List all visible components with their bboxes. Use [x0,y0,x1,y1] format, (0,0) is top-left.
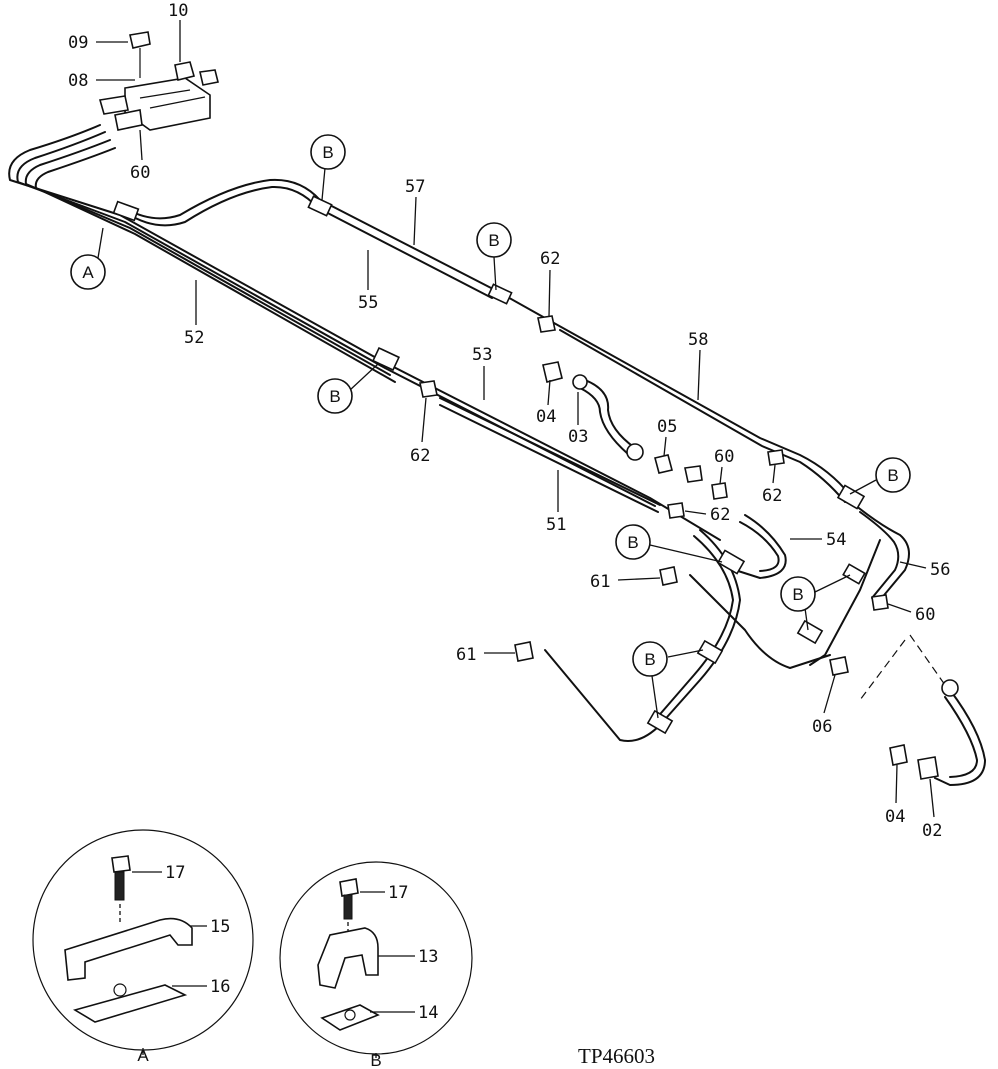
label-62: 62 [540,249,560,269]
label-52: 52 [184,328,204,348]
label-06: 06 [812,717,832,737]
label-04: 04 [885,807,905,827]
detail-a-clamp-label: 15 [210,917,230,937]
figure-code: TP46603 [578,1044,655,1068]
svg-text:B: B [644,650,655,669]
label-62: 62 [710,505,730,525]
label-53: 53 [472,345,492,365]
pipe-bundle [8,124,986,786]
label-56: 56 [930,560,950,580]
callout-b [615,524,651,560]
label-61: 61 [590,572,610,592]
part-labels: 09 10 08 60 57 55 52 62 58 53 04 03 05 6… [68,1,950,841]
detail-b-clamp-label: 13 [418,947,438,967]
callout-b [875,457,911,493]
label-62: 62 [410,446,430,466]
detail-b-bolt-label: 17 [388,883,408,903]
svg-text:B: B [792,585,803,604]
label-62: 62 [762,486,782,506]
callout-b [310,134,346,170]
fittings [112,195,959,780]
label-57: 57 [405,177,425,197]
label-05: 05 [657,417,677,437]
callout-b [476,222,512,258]
detail-b-label: B [370,1051,381,1069]
detail-b-plate-label: 14 [418,1003,438,1023]
label-10: 10 [168,1,188,21]
detail-b: 17 13 14 B [279,861,473,1069]
svg-text:B: B [322,143,333,162]
label-58: 58 [688,330,708,350]
svg-text:B: B [488,231,499,250]
label-02: 02 [922,821,942,841]
detail-a-bolt-label: 17 [165,863,185,883]
detail-a: 17 15 16 A [32,829,254,1065]
callout-b [780,576,816,612]
label-04: 04 [536,407,556,427]
callout-b [632,641,668,677]
label-09: 09 [68,33,88,53]
label-08: 08 [68,71,88,91]
label-55: 55 [358,293,378,313]
label-60: 60 [714,447,734,467]
label-60: 60 [130,163,150,183]
detail-a-plate-label: 16 [210,977,230,997]
callout-bubbles: A B B B B B B B [70,134,911,719]
svg-text:B: B [887,466,898,485]
label-51: 51 [546,515,566,535]
label-61: 61 [456,645,476,665]
callout-a [70,254,106,290]
label-54: 54 [826,530,846,550]
svg-text:B: B [627,533,638,552]
detail-a-label: A [137,1046,149,1065]
manifold-block [98,31,219,131]
callout-b [317,378,353,414]
label-03: 03 [568,427,588,447]
label-60: 60 [915,605,935,625]
svg-text:B: B [329,387,340,406]
svg-text:A: A [82,263,94,282]
